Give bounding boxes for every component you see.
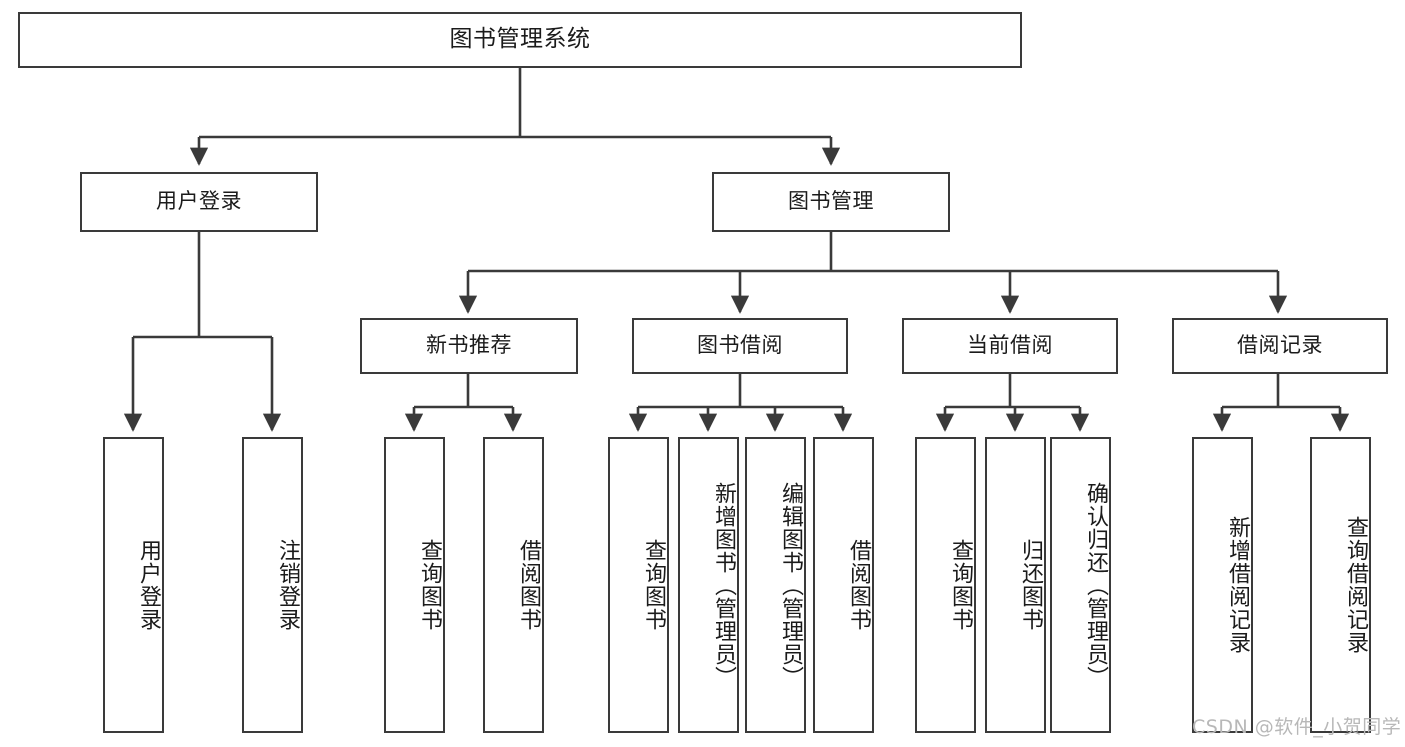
node-label: 查询图书 — [641, 539, 666, 631]
node-user-login[interactable]: 用户登录 — [80, 172, 318, 232]
node-label: 借阅记录 — [1237, 333, 1323, 358]
leaf-logout[interactable]: 注销登录 — [242, 437, 303, 733]
leaf-borrow-book[interactable]: 借阅图书 — [813, 437, 874, 733]
node-borrow-record[interactable]: 借阅记录 — [1172, 318, 1388, 374]
node-label: 图书借阅 — [697, 333, 783, 358]
leaf-user-login[interactable]: 用户登录 — [103, 437, 164, 733]
leaf-confirm-return-admin[interactable]: 确认归还（管理员） — [1050, 437, 1111, 733]
node-label: 确认归还（管理员） — [1083, 481, 1108, 689]
leaf-edit-book-admin[interactable]: 编辑图书（管理员） — [745, 437, 806, 733]
node-label: 查询图书 — [948, 539, 973, 631]
node-label: 当前借阅 — [967, 333, 1053, 358]
node-label: 图书管理系统 — [449, 26, 591, 53]
node-label: 借阅图书 — [516, 539, 541, 631]
watermark-text: CSDN @软件_小贺同学 — [1192, 716, 1402, 738]
leaf-query-borrow-record[interactable]: 查询借阅记录 — [1310, 437, 1371, 733]
leaf-query-book-current[interactable]: 查询图书 — [915, 437, 976, 733]
node-label: 新增图书（管理员） — [711, 481, 736, 689]
node-new-book-recommend[interactable]: 新书推荐 — [360, 318, 578, 374]
node-current-borrow[interactable]: 当前借阅 — [902, 318, 1118, 374]
node-label: 归还图书 — [1018, 539, 1043, 631]
leaf-query-book-borrow[interactable]: 查询图书 — [608, 437, 669, 733]
node-book-borrow[interactable]: 图书借阅 — [632, 318, 848, 374]
node-label: 编辑图书（管理员） — [778, 481, 803, 689]
node-label: 用户登录 — [136, 539, 161, 631]
leaf-query-book-new[interactable]: 查询图书 — [384, 437, 445, 733]
node-book-management[interactable]: 图书管理 — [712, 172, 950, 232]
node-label: 新书推荐 — [426, 333, 512, 358]
leaf-return-book[interactable]: 归还图书 — [985, 437, 1046, 733]
node-label: 查询图书 — [417, 539, 442, 631]
node-label: 注销登录 — [275, 539, 300, 631]
node-label: 新增借阅记录 — [1225, 516, 1250, 654]
leaf-borrow-book-new[interactable]: 借阅图书 — [483, 437, 544, 733]
node-label: 借阅图书 — [846, 539, 871, 631]
leaf-add-borrow-record[interactable]: 新增借阅记录 — [1192, 437, 1253, 733]
leaf-add-book-admin[interactable]: 新增图书（管理员） — [678, 437, 739, 733]
node-root-system[interactable]: 图书管理系统 — [18, 12, 1022, 68]
node-label: 图书管理 — [788, 189, 874, 214]
node-label: 查询借阅记录 — [1343, 516, 1368, 654]
node-label: 用户登录 — [156, 189, 242, 214]
